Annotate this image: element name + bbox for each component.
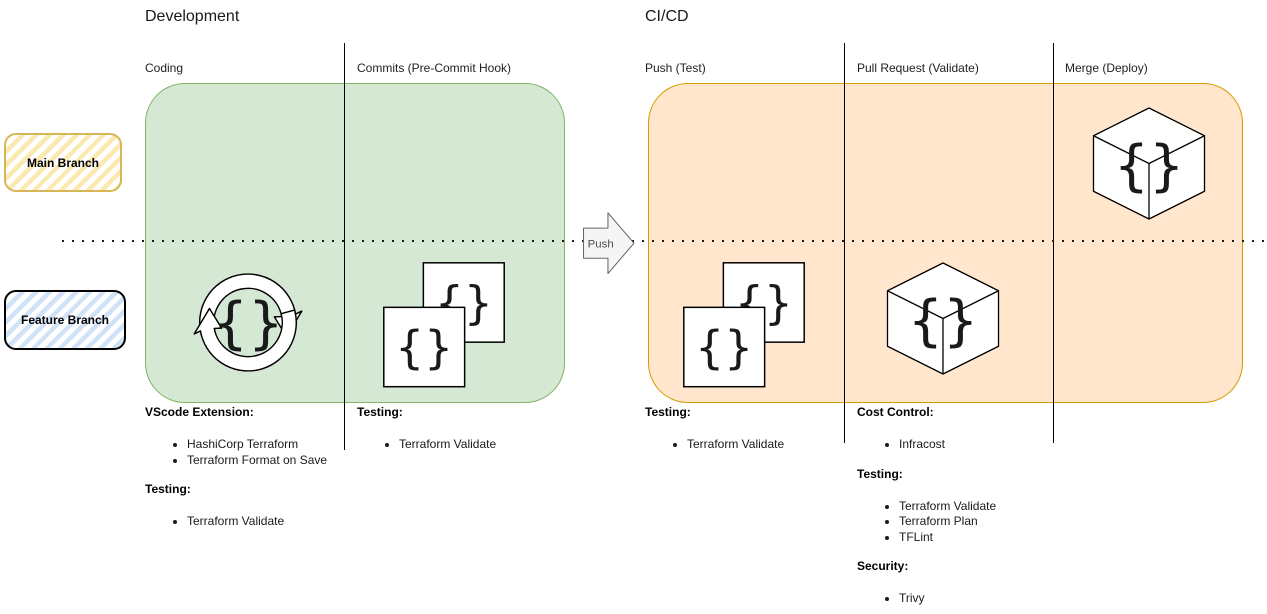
pull-request-notes: Cost Control: Infracost Testing: Terrafo…	[857, 405, 1062, 614]
notes-heading: VScode Extension:	[145, 405, 254, 419]
notes-item: Infracost	[899, 437, 1062, 453]
code-refresh-cycle-icon: {}	[193, 255, 303, 390]
main-branch-node: Main Branch	[4, 133, 122, 192]
phase-label-merge-deploy: Merge (Deploy)	[1065, 61, 1148, 75]
notes-item: HashiCorp Terraform	[187, 437, 350, 453]
notes-heading: Testing:	[357, 405, 403, 419]
notes-item: Trivy	[899, 591, 1062, 607]
phase-label-coding: Coding	[145, 61, 184, 75]
notes-item: Terraform Validate	[187, 514, 350, 530]
code-braces-glyph: {}	[1114, 133, 1185, 198]
notes-list: Terraform Validate	[645, 437, 850, 453]
feature-branch-node: Feature Branch	[4, 290, 126, 350]
notes-list: HashiCorp Terraform Terraform Format on …	[145, 437, 350, 468]
coding-notes: VScode Extension: HashiCorp Terraform Te…	[145, 405, 350, 544]
notes-item: Terraform Validate	[899, 499, 1062, 515]
push-arrow-label: Push	[588, 238, 614, 250]
notes-item: TFLint	[899, 530, 1062, 546]
notes-item: Terraform Plan	[899, 514, 1062, 530]
phase-divider-push-pr	[844, 43, 845, 443]
phase-divider-pr-merge	[1053, 43, 1054, 443]
branch-separator-dotted-line	[62, 240, 1267, 242]
phase-label-push-test: Push (Test)	[645, 61, 706, 75]
push-test-code-files-icon: {} {}	[683, 262, 805, 388]
validate-module-cube-icon: {}	[886, 262, 1000, 375]
notes-item: Terraform Validate	[399, 437, 562, 453]
notes-heading: Testing:	[645, 405, 691, 419]
push-arrow: Push	[583, 212, 635, 275]
push-test-notes: Testing: Terraform Validate	[645, 405, 850, 467]
notes-heading: Security:	[857, 559, 909, 573]
notes-heading: Cost Control:	[857, 405, 934, 419]
development-group-title: Development	[145, 8, 240, 25]
notes-list: Infracost	[857, 437, 1062, 453]
phase-label-pull-request: Pull Request (Validate)	[857, 61, 979, 75]
commits-notes: Testing: Terraform Validate	[357, 405, 562, 467]
notes-item: Terraform Validate	[687, 437, 850, 453]
phase-label-commits: Commits (Pre-Commit Hook)	[357, 61, 512, 75]
push-arrow-icon: Push	[583, 212, 635, 275]
notes-list: Terraform Validate Terraform Plan TFLint	[857, 499, 1062, 546]
code-braces-glyph: {}	[395, 321, 453, 374]
deploy-module-cube-icon: {}	[1092, 107, 1206, 220]
notes-list: Terraform Validate	[145, 514, 350, 530]
feature-branch-label: Feature Branch	[20, 313, 110, 327]
code-braces-glyph: {}	[908, 288, 979, 353]
code-braces-glyph: {}	[695, 321, 753, 374]
phase-divider-coding-commits	[344, 43, 345, 450]
code-braces-glyph: {}	[212, 291, 283, 356]
notes-list: Trivy	[857, 591, 1062, 607]
commit-code-files-icon: {} {}	[383, 262, 505, 388]
notes-heading: Testing:	[857, 466, 903, 481]
main-branch-label: Main Branch	[26, 155, 99, 170]
cicd-group-title: CI/CD	[645, 8, 689, 25]
notes-item: Terraform Format on Save	[187, 453, 350, 469]
notes-list: Terraform Validate	[357, 437, 562, 453]
notes-heading: Testing:	[145, 482, 191, 496]
